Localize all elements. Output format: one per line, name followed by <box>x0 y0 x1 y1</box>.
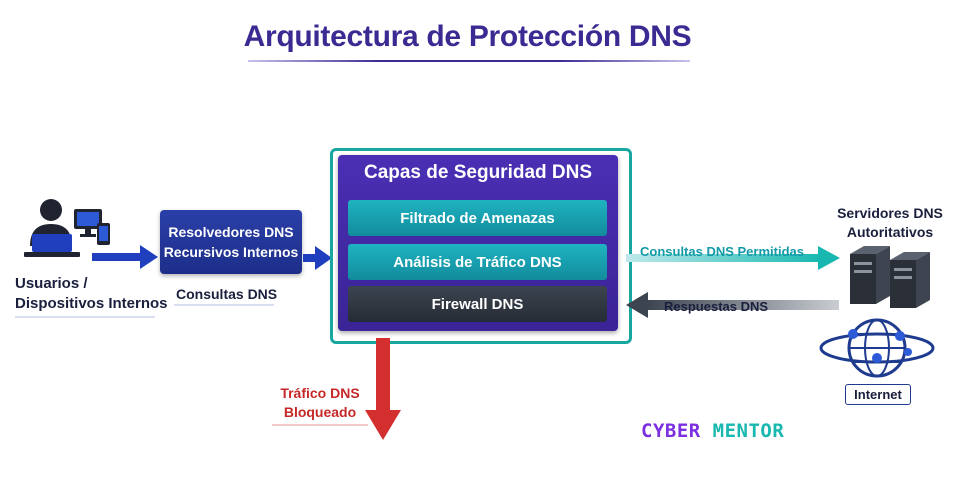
blocked-underline <box>272 424 368 426</box>
page-title: Arquitectura de Protección DNS <box>243 20 692 53</box>
layer-threat-filtering: Filtrado de Amenazas <box>348 200 607 236</box>
users-label: Usuarios / Dispositivos Internos <box>15 275 168 312</box>
security-title: Capas de Seguridad DNS <box>363 162 593 183</box>
arrow-resolver-to-security <box>303 246 332 270</box>
arrow-blocked-traffic <box>365 338 401 440</box>
user-laptop-icon <box>24 199 80 257</box>
users-underline <box>15 316 155 318</box>
globe-network-icon <box>819 318 935 378</box>
cyber-mentor-logo: CYBER MENTOR <box>641 420 785 442</box>
queries-underline <box>174 304 274 306</box>
title-underline <box>248 60 690 62</box>
layer-firewall: Firewall DNS <box>348 286 607 322</box>
monitor-icon <box>74 209 102 237</box>
internet-label: Internet <box>845 384 911 405</box>
layer-traffic-analysis: Análisis de Tráfico DNS <box>348 244 607 280</box>
server-icon <box>850 246 930 308</box>
queries-label: Consultas DNS <box>176 286 278 302</box>
arrow-users-to-resolver <box>92 245 158 269</box>
resolver-box: Resolvedores DNS Recursivos Internos <box>160 210 302 274</box>
arrow-allowed-queries <box>626 246 840 270</box>
allowed-queries-label: Consultas DNS Permitidas <box>640 244 804 259</box>
arrow-dns-responses <box>626 292 839 318</box>
blocked-traffic-label: Tráfico DNS Bloqueado <box>280 385 360 420</box>
dns-responses-label: Respuestas DNS <box>664 299 769 314</box>
phone-icon <box>97 223 110 245</box>
servers-label: Servidores DNS Autoritativos <box>837 205 943 240</box>
